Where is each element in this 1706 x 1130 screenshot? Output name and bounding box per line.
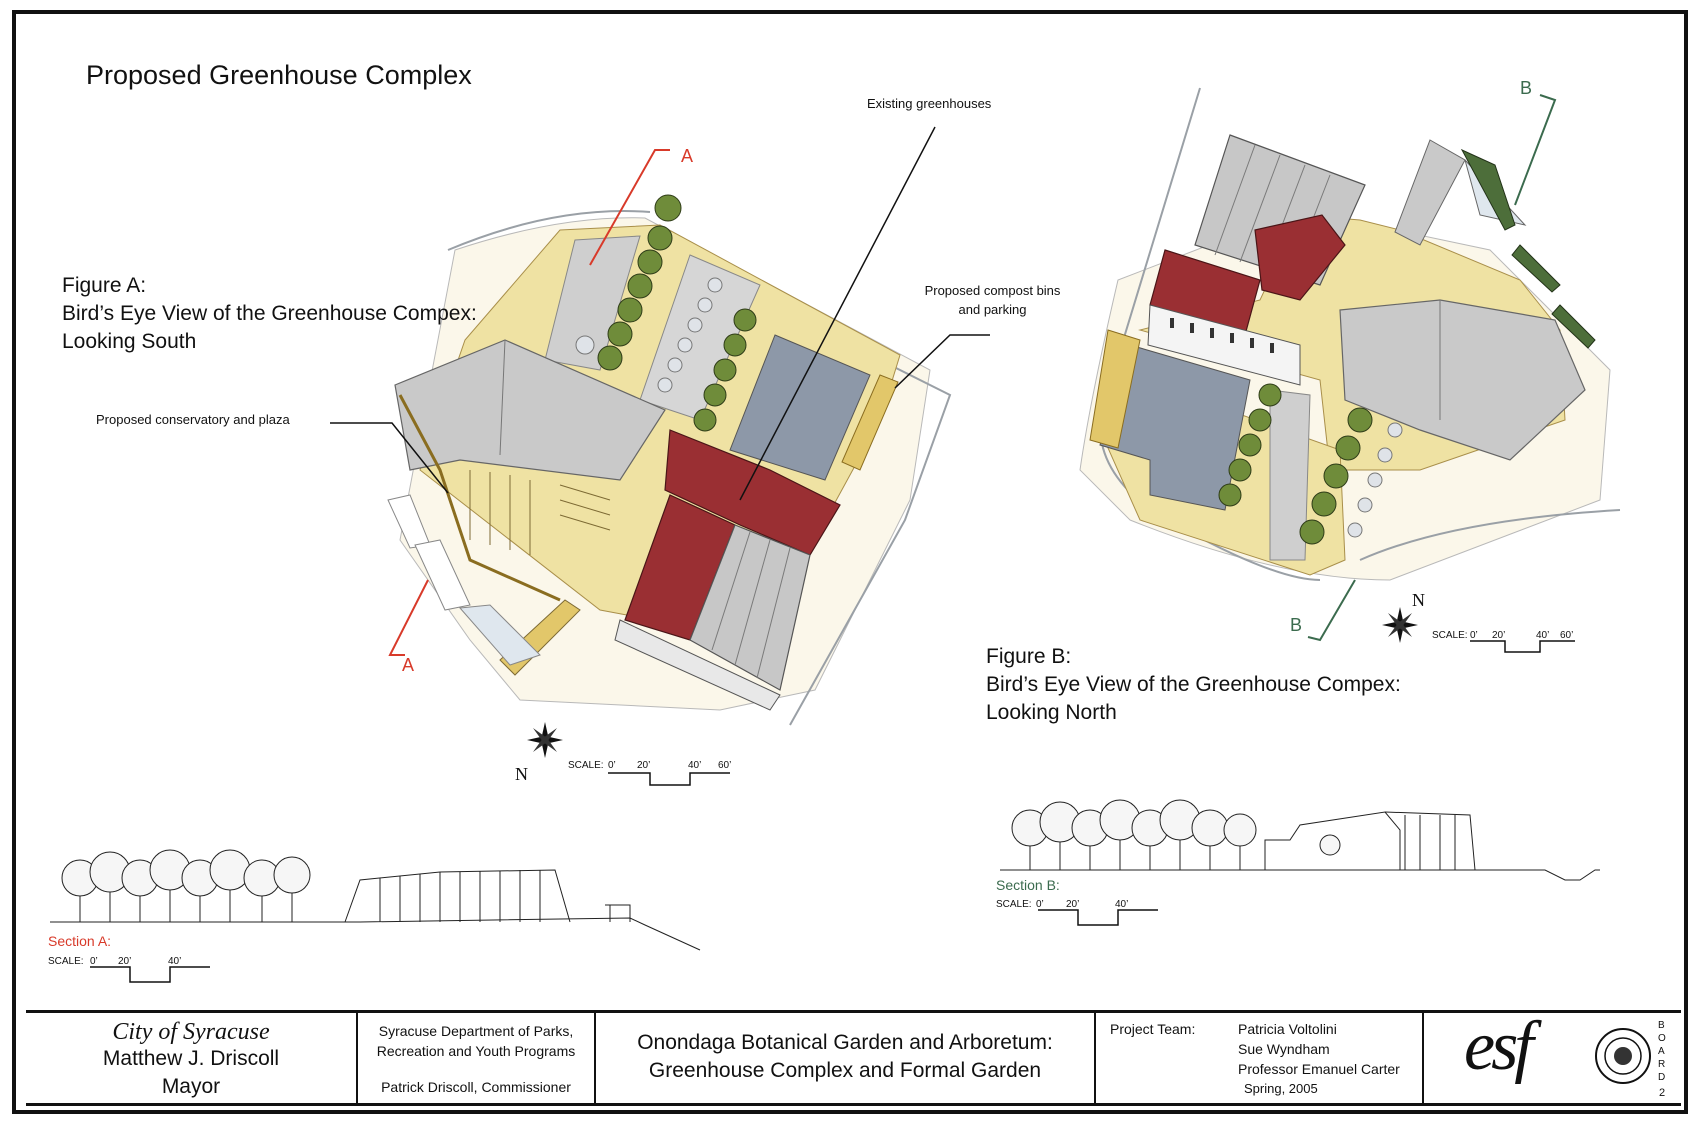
- title-block-project: Onondaga Botanical Garden and Arboretum:…: [596, 1013, 1096, 1103]
- board-number: 2: [1659, 1087, 1666, 1099]
- figure-a-drawing: [330, 126, 990, 786]
- section-a-drawing: [50, 849, 701, 951]
- figure-b-caption: Figure B: Bird’s Eye View of the Greenho…: [986, 643, 1401, 727]
- figure-a-label: Figure A:: [62, 274, 147, 297]
- scale-a-tick-20: 20’: [637, 760, 651, 771]
- dept-line1: Syracuse Department of Parks,: [378, 1023, 574, 1039]
- esf-logo: esf: [1464, 1008, 1534, 1085]
- scale-a-label: SCALE:: [568, 760, 604, 771]
- scale-a-tick-40: 40’: [688, 760, 702, 771]
- city-name: City of Syracuse: [112, 1019, 270, 1045]
- scale-b-tick-60: 60’: [1560, 630, 1574, 641]
- callout-compost-line2: and parking: [958, 302, 1027, 317]
- board-vertical-label: BOARD: [1658, 1020, 1666, 1083]
- section-marker-a-bottom: A: [402, 655, 415, 675]
- commissioner: Patrick Driscoll, Commissioner: [381, 1079, 571, 1095]
- mayor-title: Mayor: [161, 1075, 221, 1098]
- north-arrow-b-icon: [1382, 607, 1418, 643]
- team-member-1: Patricia Voltolini: [1238, 1021, 1337, 1037]
- scale-a-tick-60: 60’: [718, 760, 732, 771]
- figure-b-line1: Bird’s Eye View of the Greenhouse Compex…: [986, 673, 1401, 696]
- team-member-2: Sue Wyndham: [1238, 1041, 1330, 1057]
- north-label-b: N: [1412, 590, 1425, 610]
- section-a-tick-40: 40’: [168, 956, 182, 967]
- team-label: Project Team:: [1110, 1021, 1196, 1037]
- callout-compost-line1: Proposed compost bins: [924, 283, 1061, 298]
- section-a-label: Section A:: [48, 933, 112, 949]
- figure-a-line2: Looking South: [62, 330, 197, 353]
- scale-bar-a: [608, 772, 730, 786]
- scale-bar-section-b: [1038, 909, 1158, 926]
- scale-b-tick-0: 0’: [1470, 630, 1478, 641]
- title-block-team: Project Team: Patricia Voltolini Sue Wyn…: [1096, 1013, 1424, 1103]
- section-marker-b-bottom: B: [1290, 615, 1303, 635]
- scale-b-label: SCALE:: [1432, 630, 1468, 641]
- section-a-scale-label: SCALE:: [48, 956, 84, 967]
- title-block-department: Syracuse Department of Parks, Recreation…: [358, 1013, 596, 1103]
- university-seal-icon: [1595, 1028, 1651, 1084]
- section-b-drawing: [1000, 799, 1600, 881]
- callout-existing-greenhouses: Existing greenhouses: [867, 96, 992, 111]
- dept-line2: Recreation and Youth Programs: [376, 1043, 576, 1059]
- north-arrow-icon: [527, 722, 563, 758]
- figure-a-line1: Bird’s Eye View of the Greenhouse Compex…: [62, 302, 477, 325]
- scale-bar-section-a: [90, 966, 210, 983]
- section-marker-a-top: A: [681, 146, 694, 166]
- figure-a-caption: Figure A: Bird’s Eye View of the Greenho…: [62, 272, 477, 356]
- figure-b-label: Figure B:: [986, 645, 1072, 668]
- section-b-scale-label: SCALE:: [996, 899, 1032, 910]
- team-date: Spring, 2005: [1244, 1081, 1318, 1096]
- section-b-tick-20: 20’: [1066, 899, 1080, 910]
- north-label-a: N: [515, 764, 528, 784]
- scale-b-tick-20: 20’: [1492, 630, 1506, 641]
- figure-b-line2: Looking North: [986, 701, 1117, 724]
- mayor-name: Matthew J. Driscoll: [102, 1047, 280, 1070]
- scale-b-tick-40: 40’: [1536, 630, 1550, 641]
- section-a-tick-0: 0’: [90, 956, 98, 967]
- project-line1: Onondaga Botanical Garden and Arboretum:: [637, 1031, 1053, 1054]
- board-title: Proposed Greenhouse Complex: [86, 60, 472, 90]
- section-a-tick-20: 20’: [118, 956, 132, 967]
- project-line2: Greenhouse Complex and Formal Garden: [648, 1059, 1042, 1082]
- callout-conservatory: Proposed conservatory and plaza: [96, 412, 290, 427]
- section-b-tick-40: 40’: [1115, 899, 1129, 910]
- team-member-3: Professor Emanuel Carter: [1238, 1061, 1400, 1077]
- title-block: City of Syracuse Matthew J. Driscoll May…: [26, 1008, 1681, 1106]
- callout-compost: Proposed compost bins and parking: [905, 281, 1080, 319]
- title-block-logo: esf BOARD 2: [1424, 1008, 1681, 1103]
- scale-a-tick-0: 0’: [608, 760, 616, 771]
- section-marker-b-top: B: [1520, 78, 1533, 98]
- section-b-label: Section B:: [996, 877, 1060, 893]
- scale-bar-b: [1470, 640, 1575, 653]
- title-block-city: City of Syracuse Matthew J. Driscoll May…: [26, 1013, 358, 1103]
- figure-b-drawing: [1079, 87, 1621, 653]
- section-b-tick-0: 0’: [1036, 899, 1044, 910]
